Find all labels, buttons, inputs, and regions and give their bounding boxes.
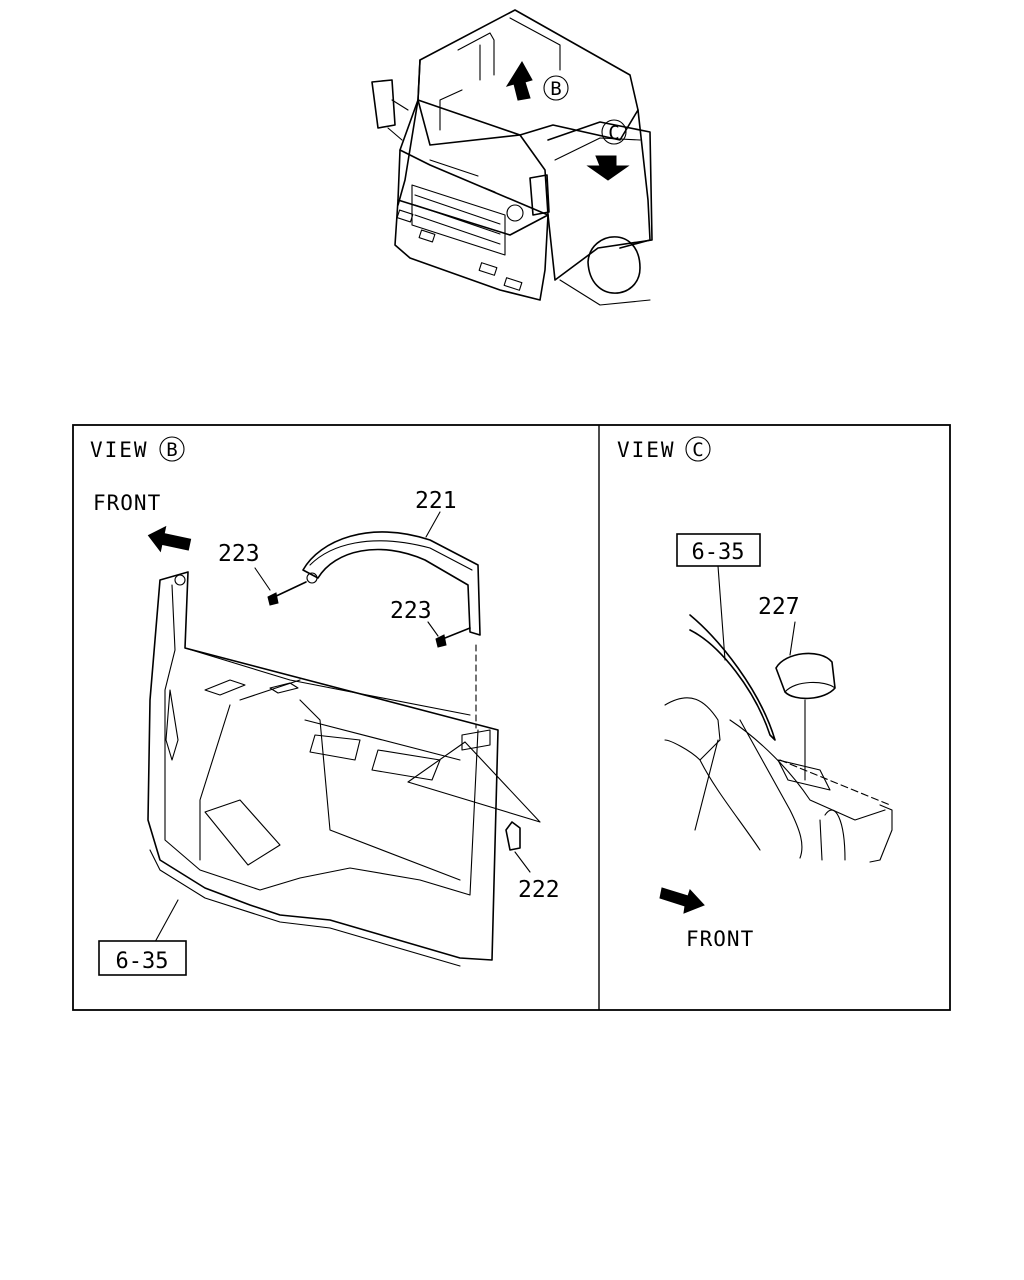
part-223-bolt-left xyxy=(267,572,318,606)
ref-c: 6-35 xyxy=(692,540,745,565)
part-223-bolt-right xyxy=(435,627,471,648)
label-223-left: 223 xyxy=(218,541,260,567)
callout-c: C xyxy=(608,122,619,144)
label-227: 227 xyxy=(758,594,800,620)
view-c-panel: VIEW C 6-35 227 FRONT xyxy=(617,436,893,951)
inner-roof-panel xyxy=(147,571,499,967)
part-221-grab-handle xyxy=(302,531,481,636)
views-frame xyxy=(72,424,951,1011)
ref-box-b xyxy=(98,940,187,976)
view-c-title: VIEW xyxy=(617,438,676,462)
view-c-circle xyxy=(685,436,711,462)
view-b-title: VIEW xyxy=(90,438,149,462)
part-227-pad xyxy=(775,652,836,700)
part-222-clip xyxy=(505,821,521,851)
front-arrow-icon xyxy=(147,525,192,553)
cab-side-structure xyxy=(664,614,893,863)
ref-box-c xyxy=(676,533,761,567)
callout-circle-c xyxy=(601,119,627,145)
label-222: 222 xyxy=(518,877,560,903)
view-b-circle xyxy=(159,436,185,462)
truck-cab-illustration: B C xyxy=(371,9,653,306)
view-b-front-label: FRONT xyxy=(93,491,161,515)
callout-b: B xyxy=(550,78,561,100)
label-221: 221 xyxy=(415,488,457,514)
label-223-right: 223 xyxy=(390,598,432,624)
view-c-front-label: FRONT xyxy=(686,927,754,951)
view-c-circle-letter: C xyxy=(692,439,703,461)
front-arrow-c-icon xyxy=(659,887,705,914)
view-b-circle-letter: B xyxy=(166,439,177,461)
view-b-panel: VIEW B FRONT 221 xyxy=(90,436,560,976)
ref-b: 6-35 xyxy=(116,949,169,974)
callout-circle-b xyxy=(543,75,569,101)
